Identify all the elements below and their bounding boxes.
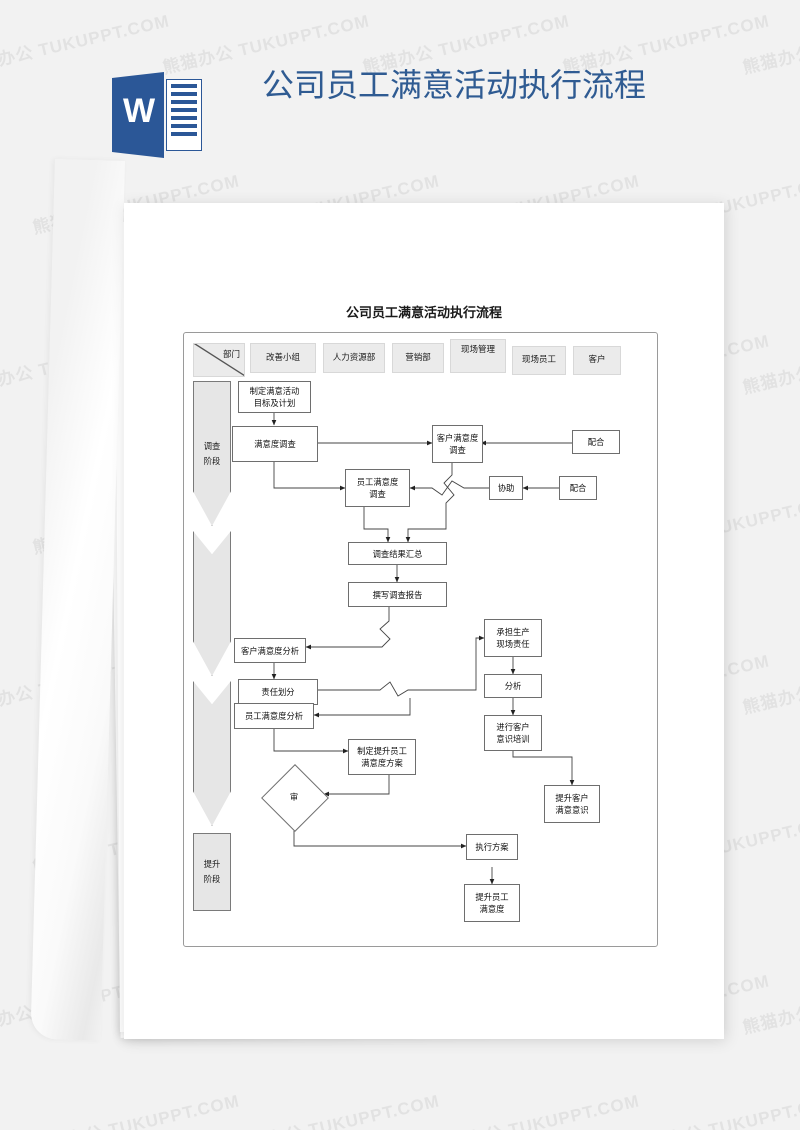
- node-assist[interactable]: 协助: [489, 476, 523, 500]
- document-preview-page[interactable]: 公司员工满意活动执行流程: [124, 203, 724, 1039]
- node-employee-satisfaction-survey[interactable]: 员工满意度 调查: [345, 469, 410, 507]
- node-responsibility-division[interactable]: 责任划分: [238, 679, 318, 705]
- column-header-site-management: 现场管理: [450, 339, 506, 373]
- watermark-text: 熊猫办公 TUKUPPT.COM: [31, 1091, 242, 1130]
- watermark-text: 熊猫办公 TUKUPPT.COM: [631, 1091, 800, 1130]
- column-header-marketing: 营销部: [392, 343, 444, 373]
- node-set-satisfaction-goals[interactable]: 制定满意活动 目标及计划: [238, 381, 311, 413]
- phase-marker-middle: [193, 531, 231, 676]
- word-icon-lines: [166, 79, 202, 151]
- word-icon-letter: W: [122, 92, 156, 130]
- watermark-text: 熊猫办公 TUKUPPT.COM: [231, 1091, 442, 1130]
- node-customer-awareness-training[interactable]: 进行客户 意识培训: [484, 715, 542, 751]
- column-header-site-staff: 现场员工: [512, 346, 566, 375]
- column-header-customer: 客户: [573, 346, 621, 375]
- document-heading: 公司员工满意活动执行流程: [345, 306, 502, 321]
- node-satisfaction-survey[interactable]: 满意度调查: [232, 426, 318, 462]
- word-icon-panel: [112, 72, 164, 158]
- page-curl: [30, 159, 125, 1041]
- node-customer-satisfaction-analysis[interactable]: 客户满意度分析: [234, 638, 306, 663]
- column-header-label: 部门: [222, 350, 240, 360]
- flowchart-frame: 部门 改善小组 人力资源部 营销部 现场管理 现场员工 客户 调查 阶段 提升 …: [183, 332, 658, 947]
- node-employee-improvement-plan[interactable]: 制定提升员工 满意度方案: [348, 739, 416, 775]
- watermark-text: 熊猫办公 TUKUPPT.COM: [741, 651, 800, 718]
- column-header-hr: 人力资源部: [323, 343, 385, 373]
- node-employee-satisfaction-analysis[interactable]: 员工满意度分析: [234, 703, 314, 729]
- column-header-improvement-team: 改善小组: [250, 343, 316, 373]
- node-review-decision[interactable]: 审: [261, 764, 329, 832]
- phase-marker-improvement: 提升 阶段: [193, 833, 231, 911]
- node-take-site-responsibility[interactable]: 承担生产 现场责任: [484, 619, 542, 657]
- watermark-text: 熊猫办公 TUKUPPT.COM: [741, 971, 800, 1038]
- node-staff-cooperate[interactable]: 配合: [559, 476, 597, 500]
- watermark-text: 熊猫办公 TUKUPPT.COM: [431, 1091, 642, 1130]
- page-title: 公司员工满意活动执行流程: [262, 67, 647, 103]
- watermark-text: 熊猫办公 TUKUPPT.COM: [741, 331, 800, 398]
- node-raise-customer-awareness[interactable]: 提升客户 满意意识: [544, 785, 600, 823]
- decision-label: 审: [289, 792, 299, 802]
- node-analysis[interactable]: 分析: [484, 674, 542, 698]
- node-customer-satisfaction-survey[interactable]: 客户满意度 调查: [432, 425, 483, 463]
- word-document-icon: W: [112, 68, 204, 160]
- phase-marker-survey: 调查 阶段: [193, 381, 231, 526]
- node-raise-employee-satisfaction[interactable]: 提升员工 满意度: [464, 884, 520, 922]
- node-customer-cooperate[interactable]: 配合: [572, 430, 620, 454]
- page-header: W 公司员工满意活动执行流程: [0, 0, 800, 190]
- node-survey-results-summary[interactable]: 调查结果汇总: [348, 542, 447, 565]
- node-execute-plan[interactable]: 执行方案: [466, 834, 518, 860]
- node-write-survey-report[interactable]: 撰写调查报告: [348, 582, 447, 607]
- table-corner-cell: 部门: [193, 343, 245, 377]
- phase-marker-middle-2: [193, 681, 231, 826]
